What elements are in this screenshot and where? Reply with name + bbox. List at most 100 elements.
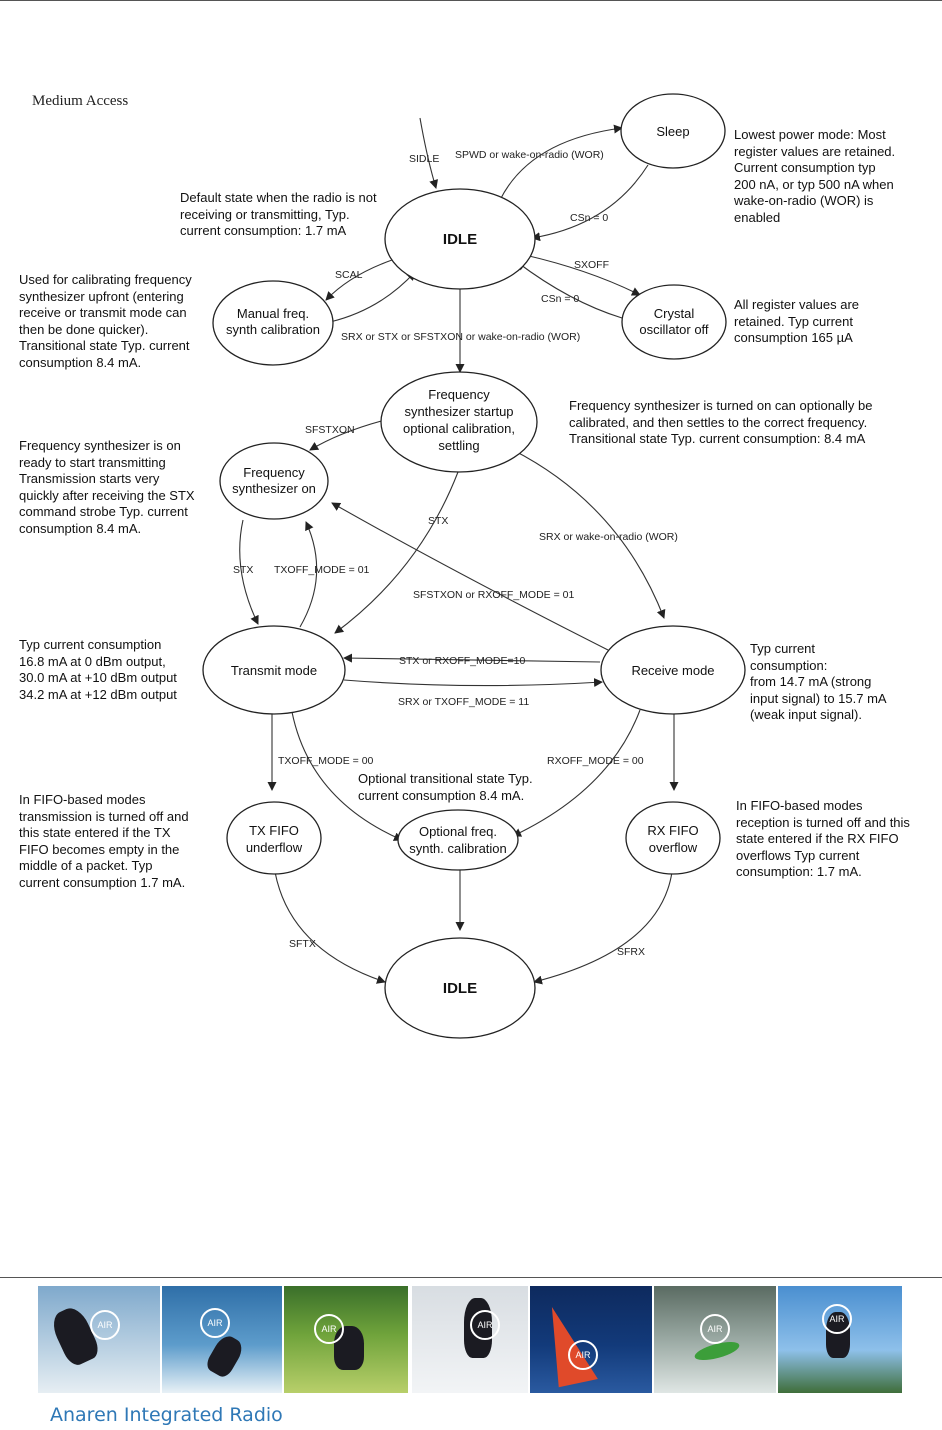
arrow-srx-txoff11 xyxy=(343,677,603,687)
state-label: Manual freq. xyxy=(237,306,309,321)
air-badge-icon: AIR xyxy=(568,1340,598,1370)
state-label: Sleep xyxy=(656,124,689,139)
state-opt-cal: Optional freq. synth. calibration xyxy=(397,809,519,871)
air-badge-icon: AIR xyxy=(470,1310,500,1340)
arrow-sfrx xyxy=(533,871,673,985)
state-transmit: Transmit mode xyxy=(202,625,346,715)
state-label: Optional freq. xyxy=(419,824,497,839)
state-idle-bottom: IDLE xyxy=(384,937,536,1039)
arrow-sftx xyxy=(274,871,386,984)
arrow-txoff01 xyxy=(299,521,318,628)
state-label: IDLE xyxy=(443,980,477,997)
state-node xyxy=(202,625,346,715)
arrow-spwd xyxy=(499,124,623,201)
air-badge-icon: AIR xyxy=(314,1314,344,1344)
banner-photo-ski: AIR xyxy=(162,1286,282,1393)
bottom-rule xyxy=(0,1277,942,1278)
arrow-stx-rxoff10 xyxy=(343,653,601,663)
label-stx-left: STX xyxy=(233,564,253,576)
state-node xyxy=(384,937,536,1039)
state-label: Crystal xyxy=(654,306,695,321)
state-label: Frequency xyxy=(428,387,490,402)
label-csn-xosc: CSn = 0 xyxy=(541,293,579,305)
arrow-stx-left xyxy=(239,519,259,625)
state-node xyxy=(620,93,726,169)
section-title: Medium Access xyxy=(32,93,129,109)
state-label: Transmit mode xyxy=(231,663,317,678)
state-diagram: IDLE Sleep Manual freq. synth calibratio… xyxy=(202,93,746,1039)
state-crystal-off: Crystal oscillator off xyxy=(621,284,727,360)
state-label: Frequency xyxy=(243,465,305,480)
state-label: synthesizer startup xyxy=(404,404,513,419)
note-fs-turned-on: Frequency synthesizer is turned on can o… xyxy=(569,398,873,446)
footer-brand: Anaren Integrated Radio xyxy=(50,1404,283,1426)
label-txoff00: TXOFF_MODE = 00 xyxy=(278,755,374,767)
label-spwd: SPWD or wake-on-radio (WOR) xyxy=(455,149,604,161)
note-default-state: Default state when the radio is not rece… xyxy=(180,190,377,238)
state-node xyxy=(219,442,329,520)
state-node xyxy=(625,801,721,875)
note-tx-current: Typ current consumption 16.8 mA at 0 dBm… xyxy=(19,637,177,702)
note-optional-transitional: Optional transitional state Typ. current… xyxy=(358,771,533,803)
air-badge-icon: AIR xyxy=(90,1310,120,1340)
state-label: synthesizer on xyxy=(232,481,316,496)
note-all-retained: All register values are retained. Typ cu… xyxy=(734,297,859,345)
state-label: synth calibration xyxy=(226,322,320,337)
state-label: RX FIFO xyxy=(647,823,698,838)
banner-left: AIR AIR AIR xyxy=(38,1286,408,1393)
label-sfstxon-rxoff01: SFSTXON or RXOFF_MODE = 01 xyxy=(413,589,574,601)
air-badge-icon: AIR xyxy=(700,1314,730,1344)
state-receive: Receive mode xyxy=(600,625,746,715)
state-fs-startup: Frequency synthesizer startup optional c… xyxy=(380,371,538,473)
label-srx-txoff11: SRX or TXOFF_MODE = 11 xyxy=(398,696,529,708)
arrow-sfstxon-rx xyxy=(331,502,609,651)
arrow-scal xyxy=(325,259,393,301)
label-sxoff: SXOFF xyxy=(574,259,609,271)
state-node xyxy=(621,284,727,360)
skier-figure xyxy=(203,1332,247,1380)
state-rx-overflow: RX FIFO overflow xyxy=(625,801,721,875)
state-label: TX FIFO xyxy=(249,823,299,838)
top-rule xyxy=(0,0,942,1)
state-tx-underflow: TX FIFO underflow xyxy=(226,801,322,875)
note-calibrating: Used for calibrating frequency synthesiz… xyxy=(19,272,192,370)
note-lowest-power: Lowest power mode: Most register values … xyxy=(734,127,896,225)
note-rx-fifo: In FIFO-based modes reception is turned … xyxy=(736,798,910,879)
label-sfrx: SFRX xyxy=(617,946,645,958)
label-txoff01: TXOFF_MODE = 01 xyxy=(274,564,370,576)
state-node xyxy=(384,188,536,290)
banner-right: AIR AIR AIR AIR xyxy=(412,1286,902,1393)
state-label: Receive mode xyxy=(631,663,714,678)
state-node xyxy=(600,625,746,715)
banner-photo-snowboard: AIR xyxy=(412,1286,528,1393)
arrow-sfstxon xyxy=(309,419,386,451)
label-scal: SCAL xyxy=(335,269,363,281)
banner-photo-bike: AIR xyxy=(284,1286,408,1393)
state-node xyxy=(397,809,519,871)
note-rx-current: Typ current consumption: from 14.7 mA (s… xyxy=(750,641,887,722)
arrow-sxoff xyxy=(524,254,641,296)
state-idle-top: IDLE xyxy=(384,188,536,290)
label-srx-stx: SRX or STX or SFSTXON or wake-on-radio (… xyxy=(341,331,580,343)
note-fs-ready: Frequency synthesizer is on ready to sta… xyxy=(19,438,195,536)
state-idle-label: IDLE xyxy=(443,231,477,248)
banner-photo-jump: AIR xyxy=(778,1286,902,1393)
arrow-rxoff00 xyxy=(512,709,641,837)
state-node xyxy=(212,280,334,366)
label-stx-fs: STX xyxy=(428,515,448,527)
air-badge-icon: AIR xyxy=(822,1304,852,1334)
banner-photo-skate: AIR xyxy=(38,1286,160,1393)
state-label: oscillator off xyxy=(639,322,709,337)
banner-photo-kayak: AIR xyxy=(654,1286,776,1393)
state-label: underflow xyxy=(246,840,303,855)
air-badge-icon: AIR xyxy=(200,1308,230,1338)
arrow-txoff00 xyxy=(291,711,403,841)
label-sfstxon: SFSTXON xyxy=(305,424,355,436)
state-node xyxy=(226,801,322,875)
state-label: overflow xyxy=(649,840,698,855)
label-stx-rxoff10: STX or RXOFF_MODE=10 xyxy=(399,655,525,667)
label-rxoff00: RXOFF_MODE = 00 xyxy=(547,755,644,767)
state-node xyxy=(380,371,538,473)
arrow-stx-fs xyxy=(334,471,459,634)
state-label: synth. calibration xyxy=(409,841,507,856)
